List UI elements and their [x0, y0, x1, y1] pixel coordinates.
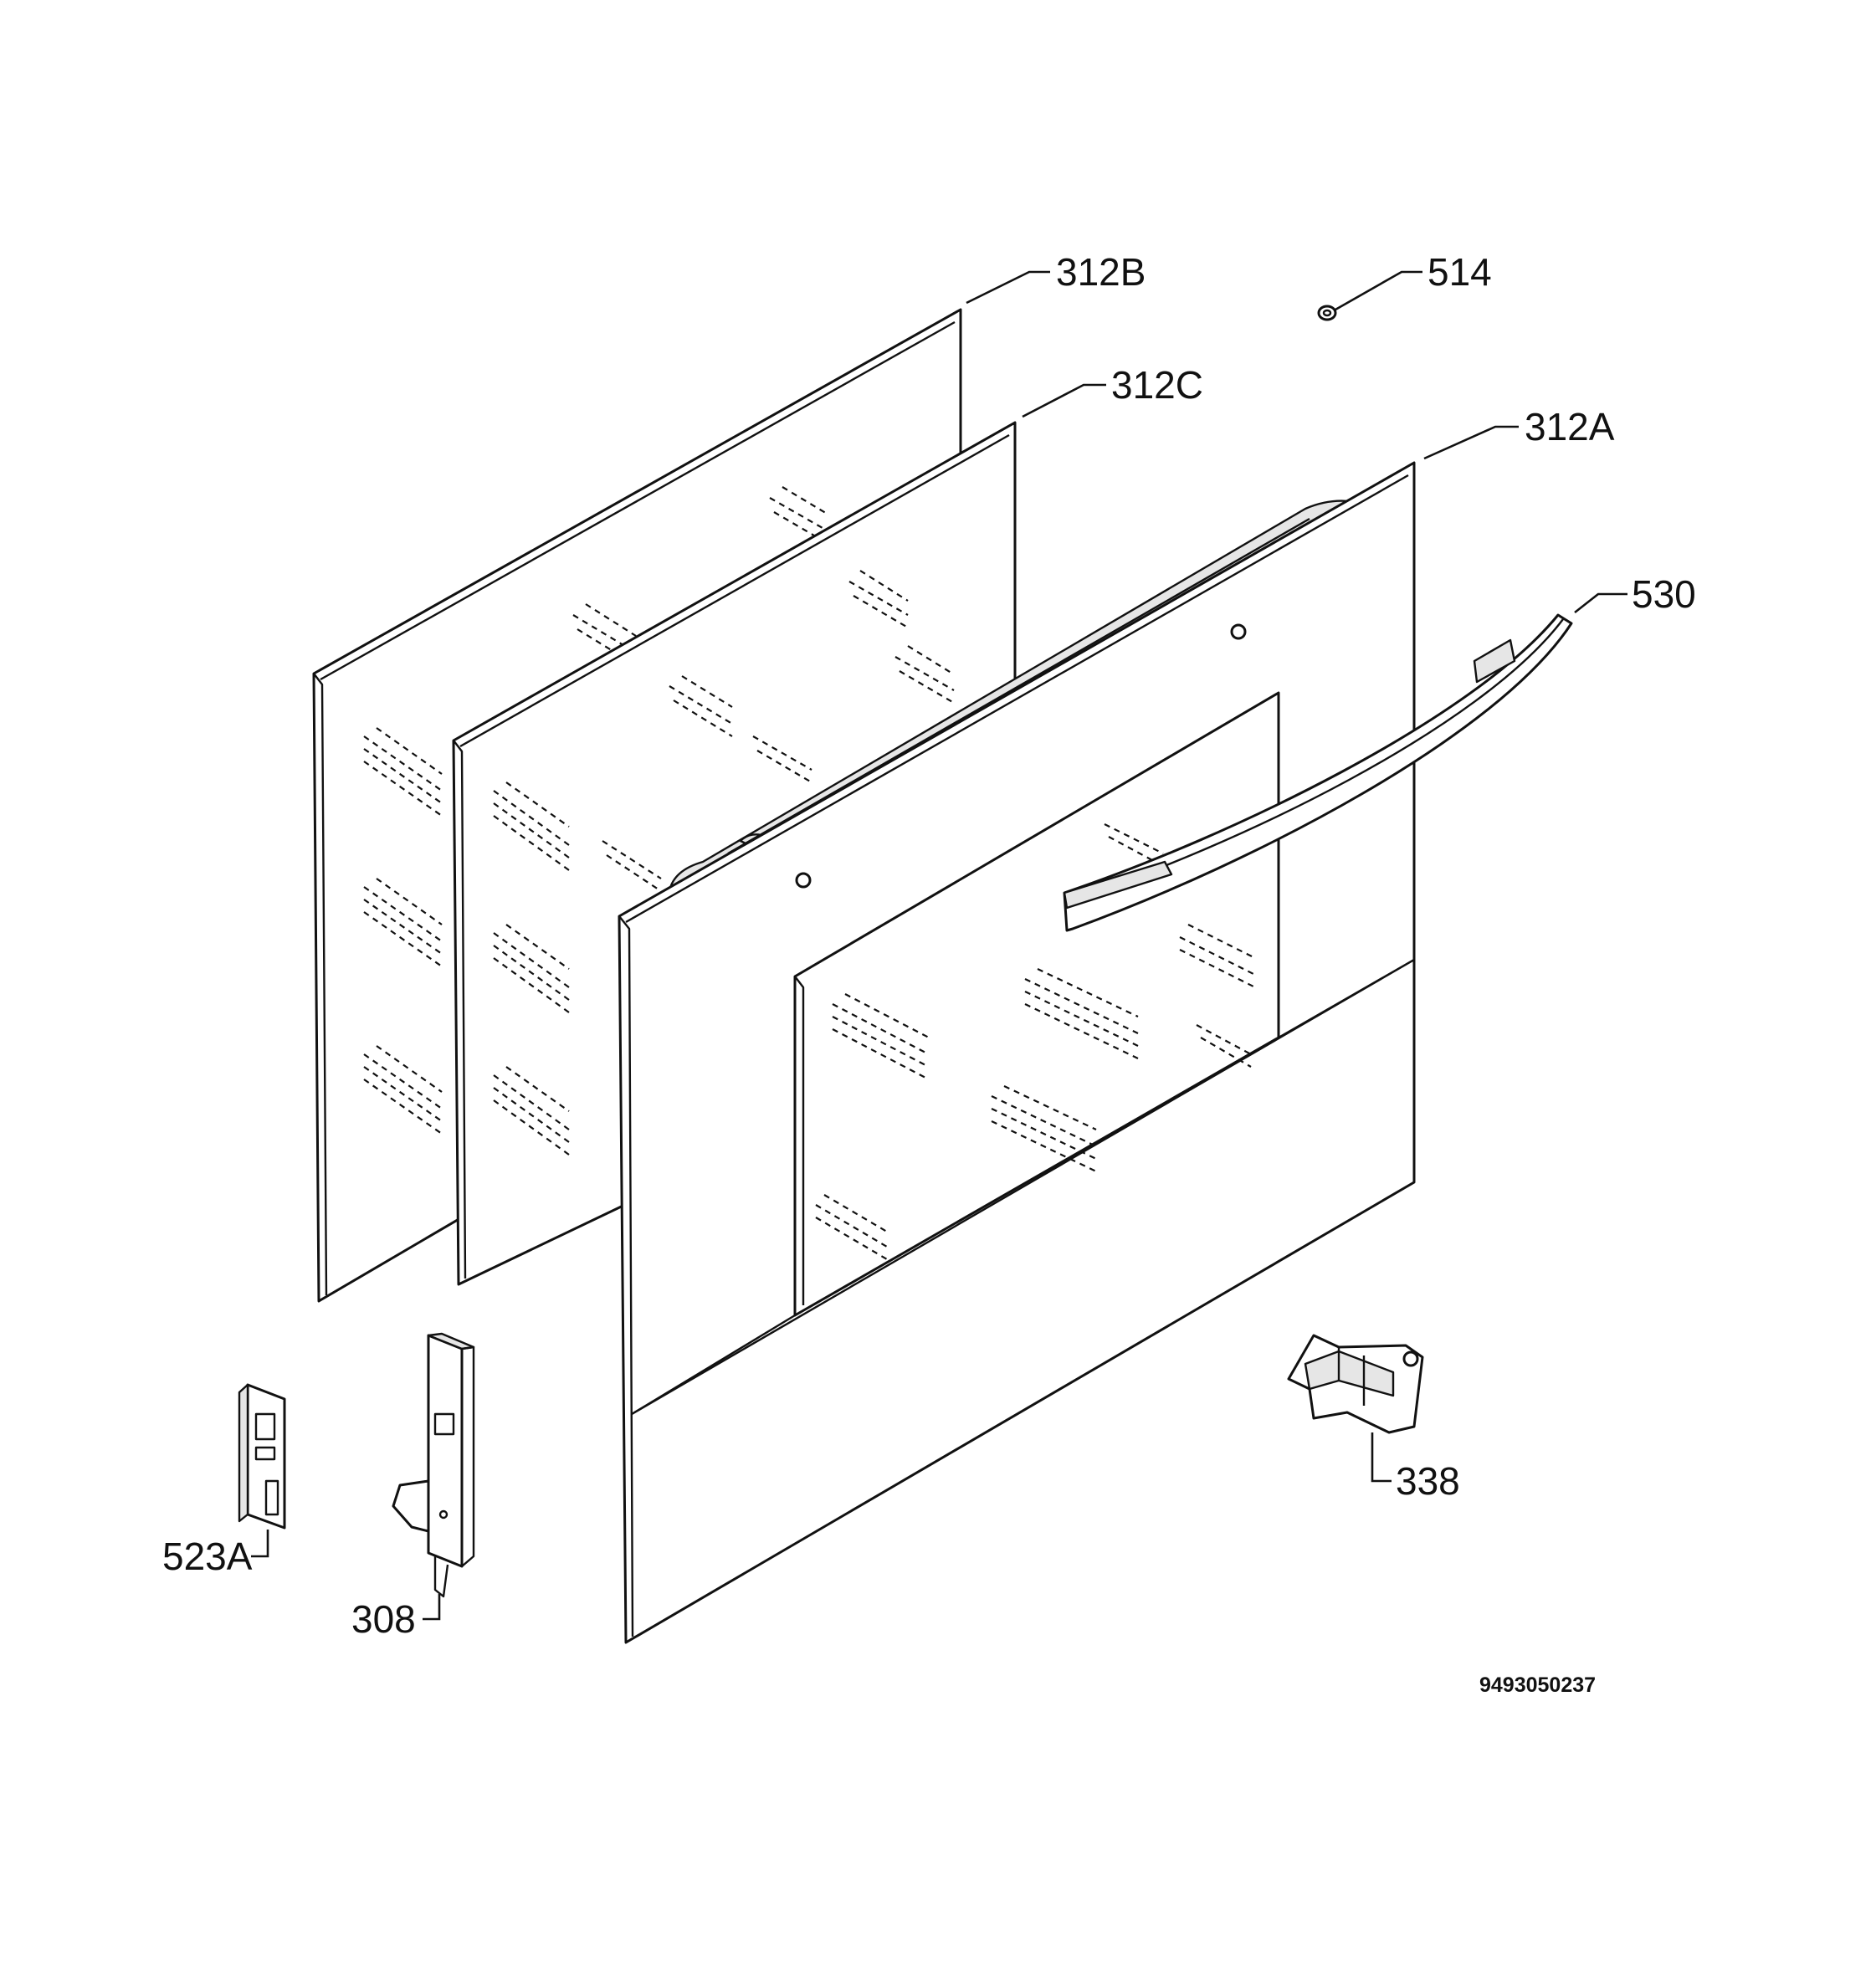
clip-523a: [238, 1383, 286, 1530]
leader-lines: [251, 270, 1627, 1621]
glass-print-marks: [815, 823, 1256, 1260]
nut-514: [1317, 305, 1337, 321]
label-514: 514: [1428, 250, 1492, 294]
label-312a: 312A: [1525, 405, 1615, 448]
door-handle-530: [1063, 613, 1573, 932]
label-530: 530: [1632, 572, 1696, 616]
label-338: 338: [1396, 1459, 1460, 1503]
glass-print-marks: [493, 570, 955, 1156]
glass-print-marks: [363, 486, 829, 1135]
door-panel-312a: [618, 461, 1416, 1644]
screw-hole: [1230, 623, 1247, 640]
label-523a: 523A: [162, 1535, 253, 1578]
hinge-308: [392, 1332, 475, 1598]
label-312c: 312C: [1111, 363, 1203, 407]
hinge-bracket-338: [1287, 1334, 1424, 1434]
document-number: 9493050237: [1479, 1673, 1596, 1697]
label-312b: 312B: [1056, 250, 1146, 294]
screw-hole: [795, 872, 812, 889]
label-308: 308: [351, 1597, 416, 1641]
